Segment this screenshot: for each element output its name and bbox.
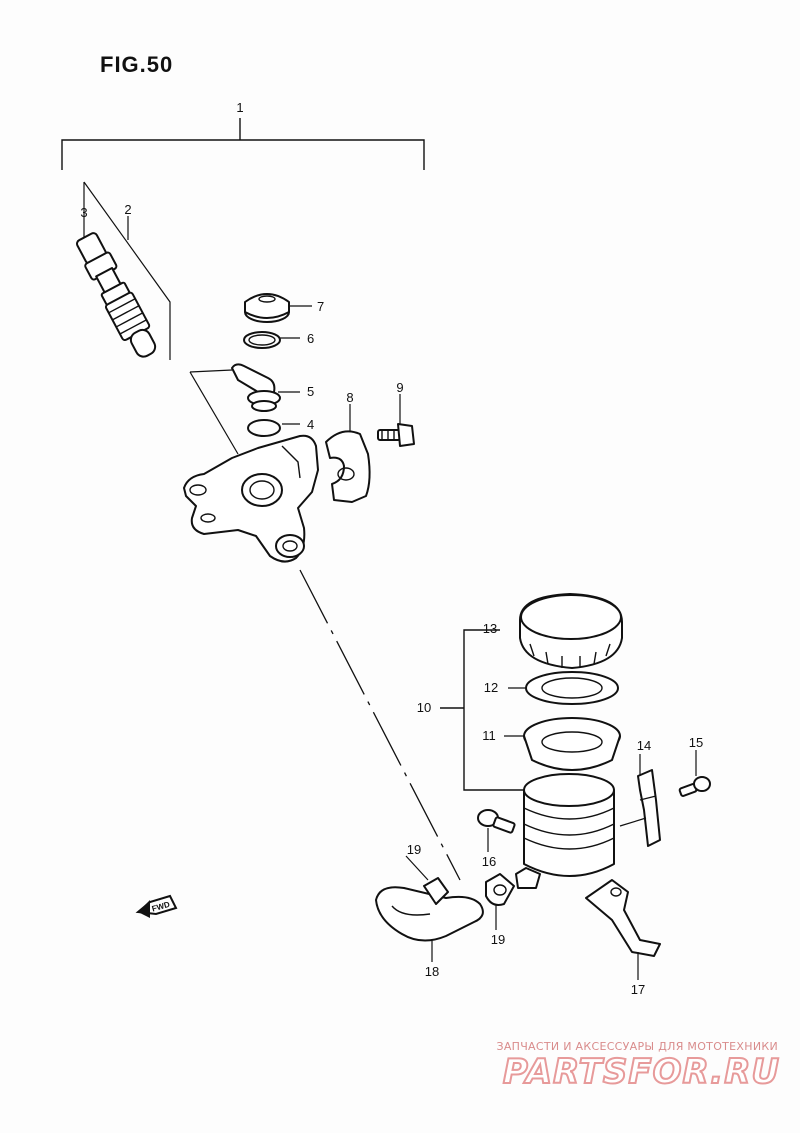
callout-leaders (127, 216, 697, 980)
part-13-reservoir-cap (519, 593, 623, 669)
part-5-fitting (231, 363, 281, 412)
callout-4: 4 (307, 417, 314, 432)
part-16-bolt (477, 809, 516, 834)
assembly-bracket (61, 139, 425, 170)
callout-17: 17 (631, 982, 645, 997)
callout-1: 1 (236, 100, 243, 115)
callout-3: 3 (80, 205, 87, 220)
callout-11: 11 (482, 728, 496, 743)
part-17-bracket (585, 879, 661, 957)
part-19-hose-clip-right (485, 873, 515, 906)
callout-5: 5 (307, 384, 314, 399)
hose-route-line (299, 569, 461, 881)
part-12-plate (525, 671, 619, 705)
part-19-hose-clip-left (423, 877, 449, 905)
callout-19-right: 19 (491, 932, 505, 947)
part-14-clip (619, 769, 661, 847)
callout-labels: 1 2 3 4 5 6 7 8 9 10 11 12 13 14 15 16 1… (80, 100, 703, 997)
assembly-10-bracket (463, 629, 524, 791)
callout-10: 10 (417, 700, 431, 715)
part-8-clamp (325, 430, 371, 503)
figure-title: FIG.50 (100, 52, 174, 77)
lead-body (189, 371, 239, 455)
part-4-oring (247, 419, 281, 437)
callout-8: 8 (346, 390, 353, 405)
reservoir-body (515, 773, 615, 889)
piston-assembly (76, 181, 171, 360)
part-18-hose (375, 886, 484, 942)
callout-18: 18 (425, 964, 439, 979)
part-15-bolt (678, 776, 711, 797)
callout-13: 13 (483, 621, 497, 636)
watermark-logo: PARTSFOR.RU (502, 1051, 780, 1093)
callout-6: 6 (307, 331, 314, 346)
part-7-cap (244, 293, 290, 323)
callout-16: 16 (482, 854, 496, 869)
callout-12: 12 (484, 680, 498, 695)
callout-7: 7 (317, 299, 324, 314)
fwd-arrow-icon: FWD (135, 894, 178, 918)
callout-14: 14 (637, 738, 651, 753)
callout-15: 15 (689, 735, 703, 750)
part-6-circlip (243, 331, 281, 349)
callout-9: 9 (396, 380, 403, 395)
watermark-caption: ЗАПЧАСТИ И АКСЕССУАРЫ ДЛЯ МОТОТЕХНИКИ (496, 1040, 778, 1053)
lead-5 (189, 369, 233, 373)
part-11-diaphragm (523, 717, 621, 771)
master-cylinder-body (183, 434, 319, 563)
callout-19-left: 19 (407, 842, 421, 857)
part-9-bolt (377, 423, 415, 447)
callout-2: 2 (124, 202, 131, 217)
